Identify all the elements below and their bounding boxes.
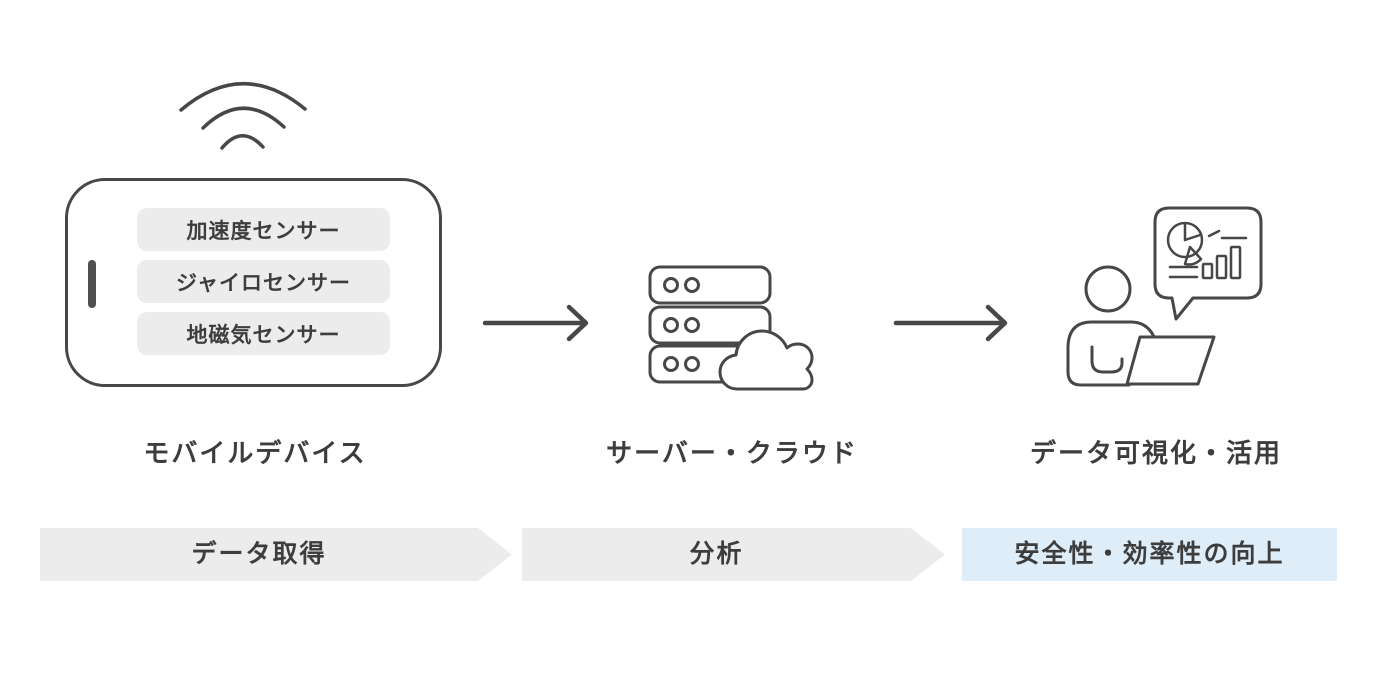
phone-speaker-bar <box>88 260 96 308</box>
stage-label-server-cloud: サーバー・クラウド <box>606 438 858 468</box>
smartphone-icon: 加速度センサー ジャイロセンサー 地磁気センサー <box>65 178 442 387</box>
person-arm <box>1090 345 1124 374</box>
process-band-label: 分析 <box>689 540 744 568</box>
speech-bubble-charts-icon <box>1153 206 1263 321</box>
sensor-pill-label: 地磁気センサー <box>186 323 341 347</box>
text-lines-icon <box>1168 229 1248 279</box>
person-at-laptop-icon <box>1066 265 1216 387</box>
laptop-icon <box>1125 335 1216 386</box>
server-cloud-icon <box>648 265 814 391</box>
wifi-signal-icon <box>179 82 307 150</box>
process-band-safety-efficiency: 安全性・効率性の向上 <box>962 528 1337 581</box>
arrow-right-icon <box>893 304 1008 342</box>
process-band-label: 安全性・効率性の向上 <box>1014 540 1285 568</box>
process-band-analysis: 分析 <box>522 528 945 581</box>
sensor-pill-list: 加速度センサー ジャイロセンサー 地磁気センサー <box>137 208 390 355</box>
cloud-icon <box>718 329 814 391</box>
person-head <box>1084 265 1132 313</box>
sensor-pill-label: 加速度センサー <box>186 219 341 243</box>
process-band-data-acquisition: データ取得 <box>40 528 512 581</box>
person-torso <box>1066 320 1157 387</box>
sensor-pill-accelerometer: 加速度センサー <box>137 208 390 251</box>
pie-chart-icon <box>1166 221 1204 266</box>
sensor-pill-geomagnetic: 地磁気センサー <box>137 312 390 355</box>
sensor-pill-gyro: ジャイロセンサー <box>137 260 390 303</box>
stage-label-data-visualization: データ可視化・活用 <box>1029 438 1282 468</box>
sensor-pill-label: ジャイロセンサー <box>176 271 351 295</box>
arrow-right-icon <box>482 304 589 342</box>
stage-label-mobile-device: モバイルデバイス <box>143 438 367 468</box>
bar-chart-icon <box>1201 245 1242 280</box>
process-band-label: データ取得 <box>191 540 327 568</box>
